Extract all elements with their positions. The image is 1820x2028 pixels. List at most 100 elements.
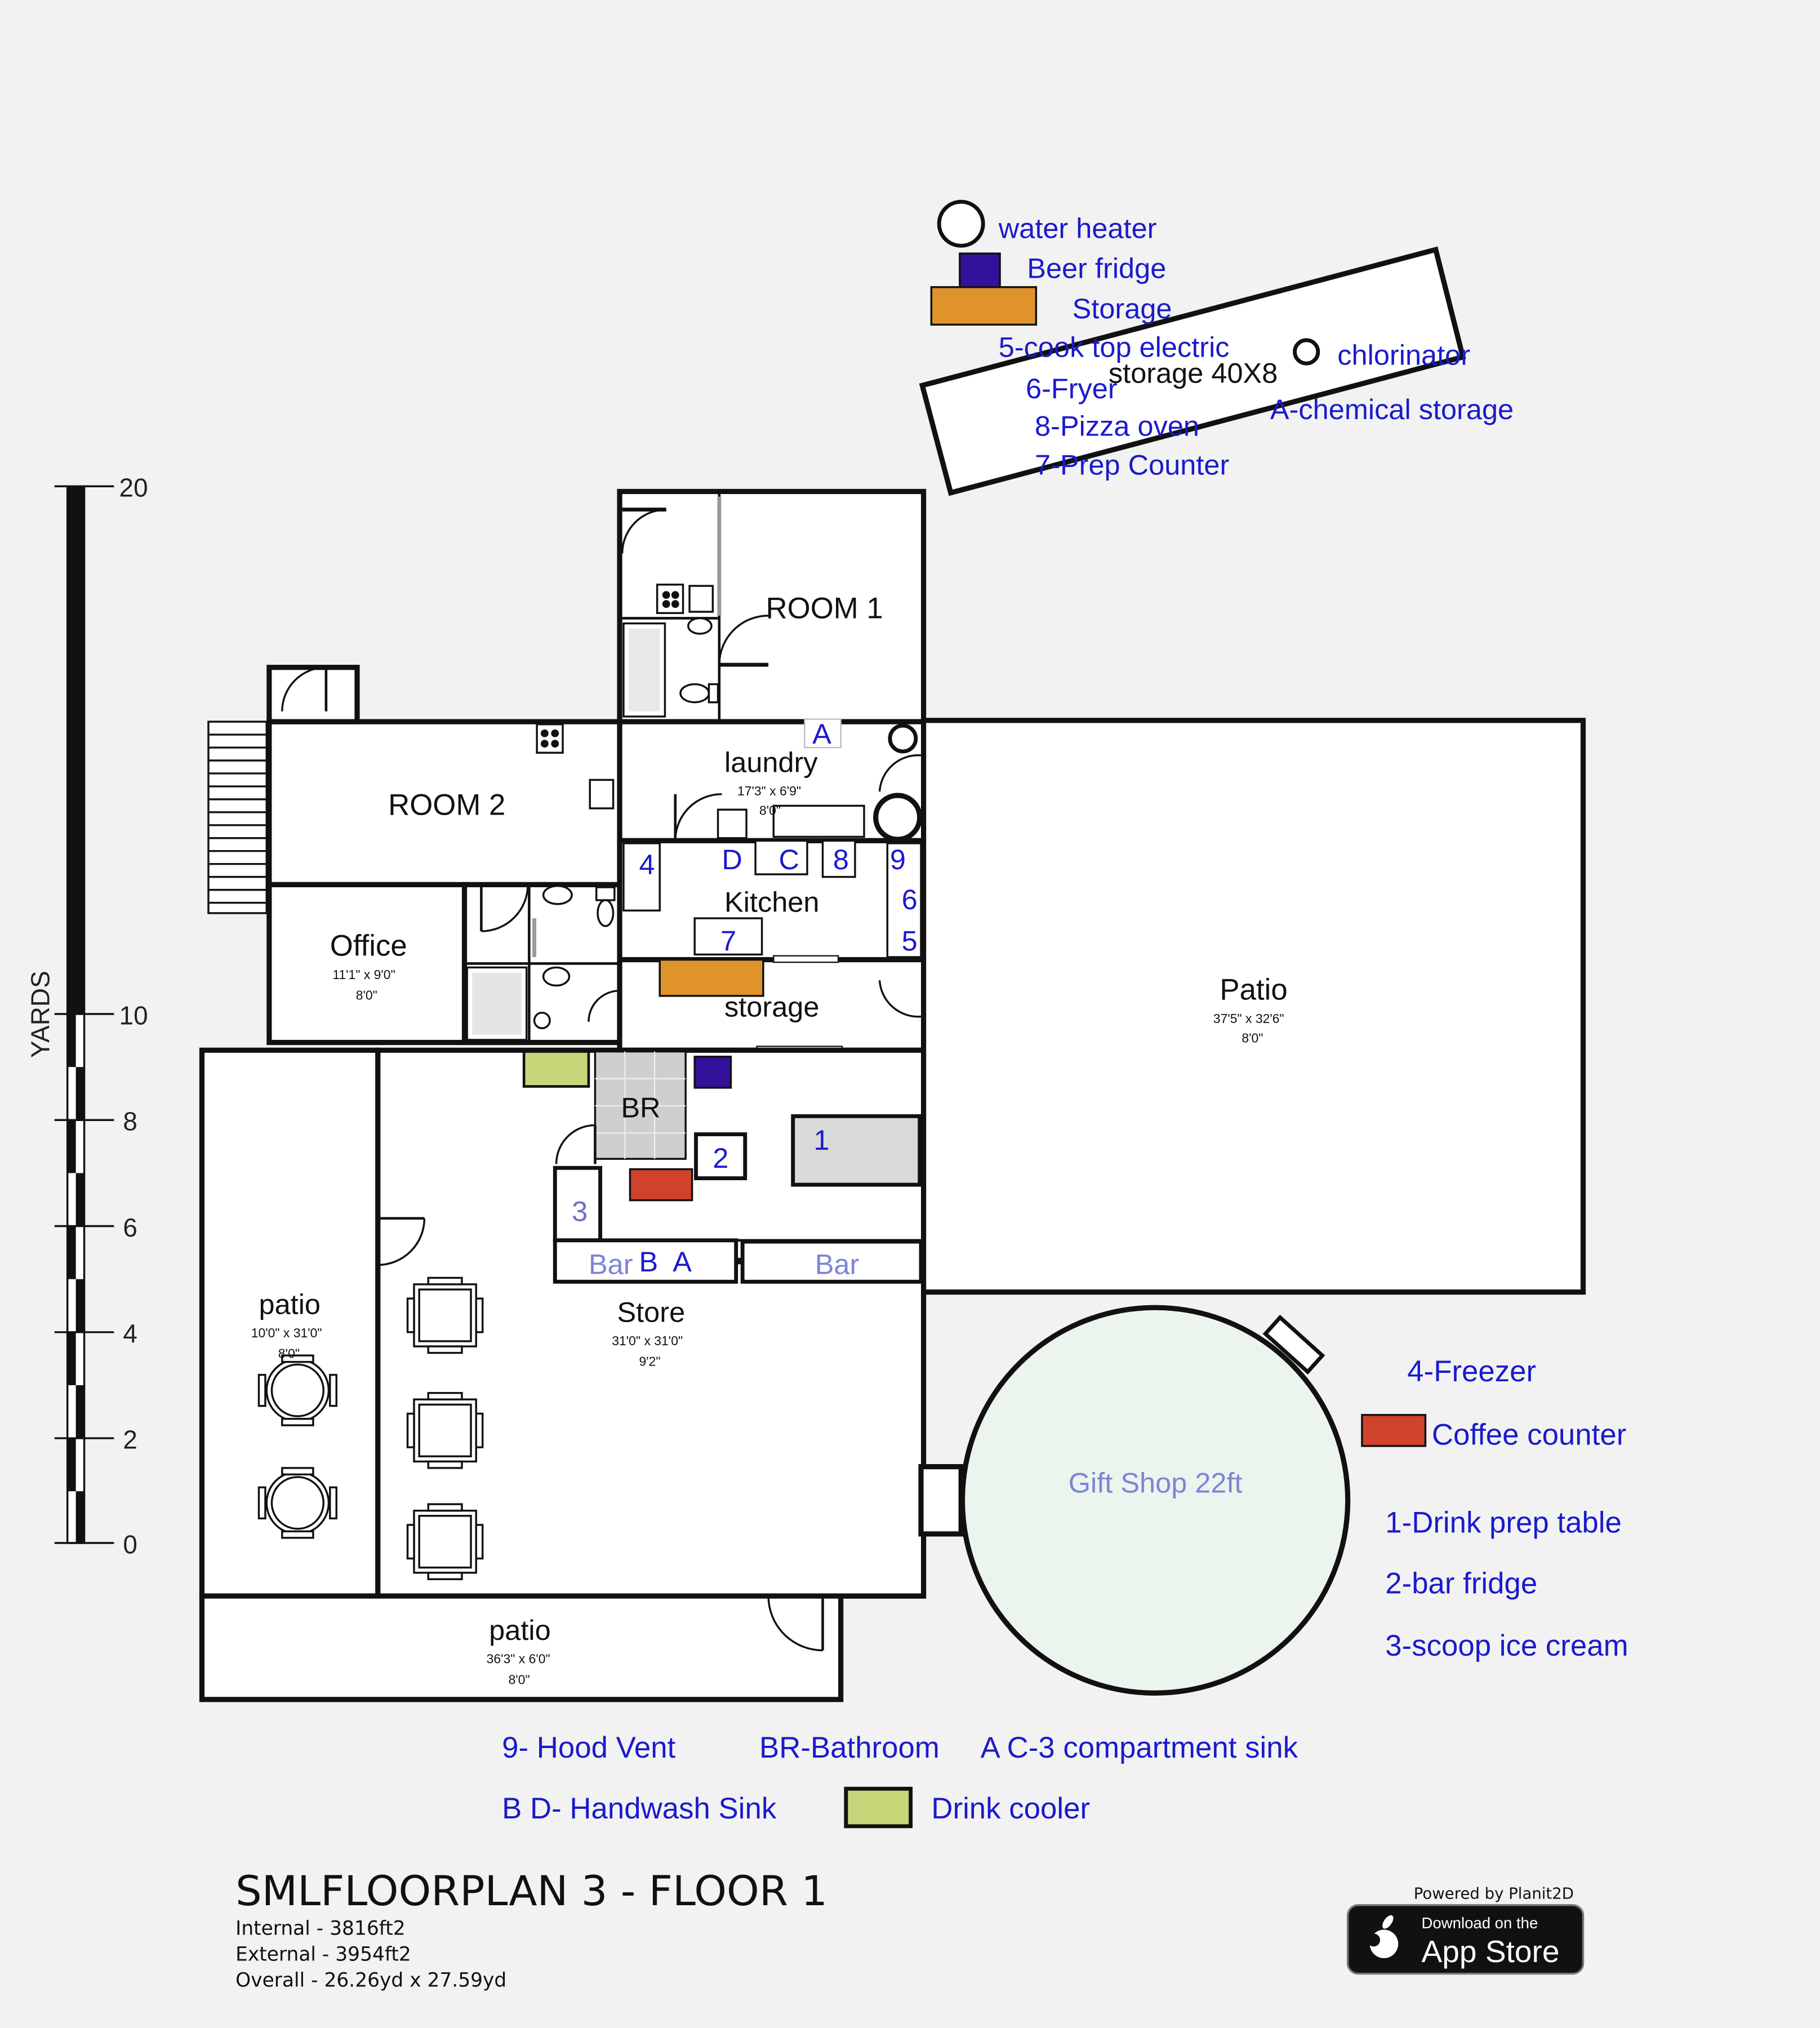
beer-fridge-swatch [959,252,1001,290]
scale-tick-6: 6 [123,1213,137,1242]
gift-shop-label: Gift Shop 22ft [1069,1466,1243,1498]
store-dims: 31'0" x 31'0" [612,1333,683,1348]
legend-handwash-sink: B D- Handwash Sink [502,1792,777,1825]
br-label: BR [621,1092,660,1124]
scale-tick-4: 4 [123,1319,137,1348]
marker-d: D [722,843,742,875]
office-label: Office [330,930,407,963]
legend-scoop: 3-scoop ice cream [1385,1629,1628,1662]
marker-4: 4 [639,848,655,880]
kitchen-storage-counter [658,958,764,997]
scale-bar: 20 10 8 6 4 2 0 YARDS [26,473,148,1559]
external-area: External - 3954ft2 [235,1944,411,1966]
scale-tick-2: 2 [123,1425,137,1454]
scale-tick-0: 0 [123,1529,137,1559]
patio-left-label: patio [259,1288,321,1320]
marker-7: 7 [720,925,736,957]
overall-size: Overall - 26.26yd x 27.59yd [235,1969,506,1992]
powered-by: Powered by Planit2D [1414,1884,1574,1902]
store-tables [406,1277,484,1581]
patio-main-label: Patio [1220,973,1287,1007]
office-height: 8'0" [356,988,377,1003]
patio-left-height: 8'0" [278,1346,300,1361]
laundry-label: laundry [724,746,818,779]
app-store-badge[interactable]: Download on the App Store [1346,1904,1585,1975]
badge-big-text: App Store [1422,1934,1560,1969]
store-label: Store [617,1296,685,1328]
marker-6: 6 [902,883,918,915]
coffee-counter-block [629,1168,693,1202]
legend-prep-counter: 7-Prep Counter [1035,449,1229,481]
legend-bar-fridge: 2-bar fridge [1385,1567,1537,1600]
patio-bottom-area [199,1593,844,1702]
legend-chlorinator: chlorinator [1337,339,1470,371]
stairs [207,721,268,914]
storage-container: storage 40X8 [919,246,1466,496]
water-heater-icon [937,199,985,248]
room1-label: ROOM 1 [766,592,883,625]
legend-storage: Storage [1073,292,1172,324]
marker-laundry-a: A [812,718,831,750]
gift-shop-area [959,1305,1351,1696]
marker-3: 3 [572,1195,588,1227]
office-dims: 11'1" x 9'0" [332,967,395,982]
drink-cooler-block [522,1050,590,1088]
legend-bathroom: BR-Bathroom [759,1731,940,1764]
legend-coffee-counter: Coffee counter [1432,1418,1626,1452]
chlorinator-icon [1293,338,1320,366]
marker-9: 9 [890,843,906,875]
legend-drink-cooler: Drink cooler [931,1792,1090,1825]
patio-main-height: 8'0" [1241,1031,1263,1046]
marker-bar-left: Bar [589,1248,633,1280]
patio-bottom-label: patio [489,1614,551,1646]
marker-bar-right: Bar [815,1248,860,1280]
patio-main-dims: 37'5" x 32'6" [1213,1011,1284,1026]
drink-cooler-swatch [844,1786,913,1829]
storage-container-label: storage 40X8 [1109,357,1278,389]
scale-tick-10: 10 [119,1000,148,1030]
laundry-height: 8'0" [759,803,781,817]
legend-fryer: 6-Fryer [1026,372,1118,404]
legend-water-heater: water heater [998,212,1157,244]
marker-bar-a: A [673,1246,692,1278]
gift-shop-connector [918,1464,964,1537]
legend-beer-fridge: Beer fridge [1027,252,1166,284]
marker-2: 2 [713,1142,728,1174]
legend-drink-prep: 1-Drink prep table [1385,1506,1622,1540]
patio-main-area [921,718,1586,1295]
drink-prep-table [791,1114,922,1187]
storage-label: storage [724,991,819,1023]
scale-unit-label: YARDS [26,971,55,1058]
patio-tables [257,1354,337,1539]
coffee-counter-swatch [1361,1414,1427,1447]
patio-bottom-height: 8'0" [509,1672,530,1687]
legend-pizza-oven: 8-Pizza oven [1035,410,1199,442]
patio-left-dims: 10'0" x 31'0" [251,1326,322,1340]
scale-tick-8: 8 [123,1107,137,1136]
floor-plan [199,488,1586,1702]
marker-8: 8 [833,843,849,875]
legend-freezer: 4-Freezer [1407,1355,1536,1388]
laundry-dims: 17'3" x 6'9" [737,784,801,798]
scale-tick-20: 20 [119,473,148,502]
marker-1: 1 [813,1124,829,1156]
plan-title: SMLFLOORPLAN 3 - FLOOR 1 [235,1867,827,1915]
marker-bar-b: B [639,1246,658,1278]
kitchen-label: Kitchen [724,886,819,918]
storage-swatch [930,286,1038,326]
marker-5: 5 [902,925,918,957]
marker-c: C [778,843,799,875]
store-height: 9'2" [639,1354,661,1368]
office-area [266,882,468,1046]
room2-label: ROOM 2 [388,788,505,821]
patio-bottom-dims: 36'3" x 6'0" [487,1652,550,1666]
beer-fridge-block [693,1056,732,1089]
badge-small-text: Download on the [1422,1914,1538,1932]
internal-area: Internal - 3816ft2 [235,1918,405,1940]
apple-icon [1367,1915,1399,1959]
legend-hood-vent: 9- Hood Vent [502,1731,676,1764]
legend-cook-top: 5-cook top electric [999,331,1230,363]
legend-3-compartment-sink: A C-3 compartment sink [981,1731,1298,1764]
legend-chemical-storage: A-chemical storage [1270,393,1514,425]
